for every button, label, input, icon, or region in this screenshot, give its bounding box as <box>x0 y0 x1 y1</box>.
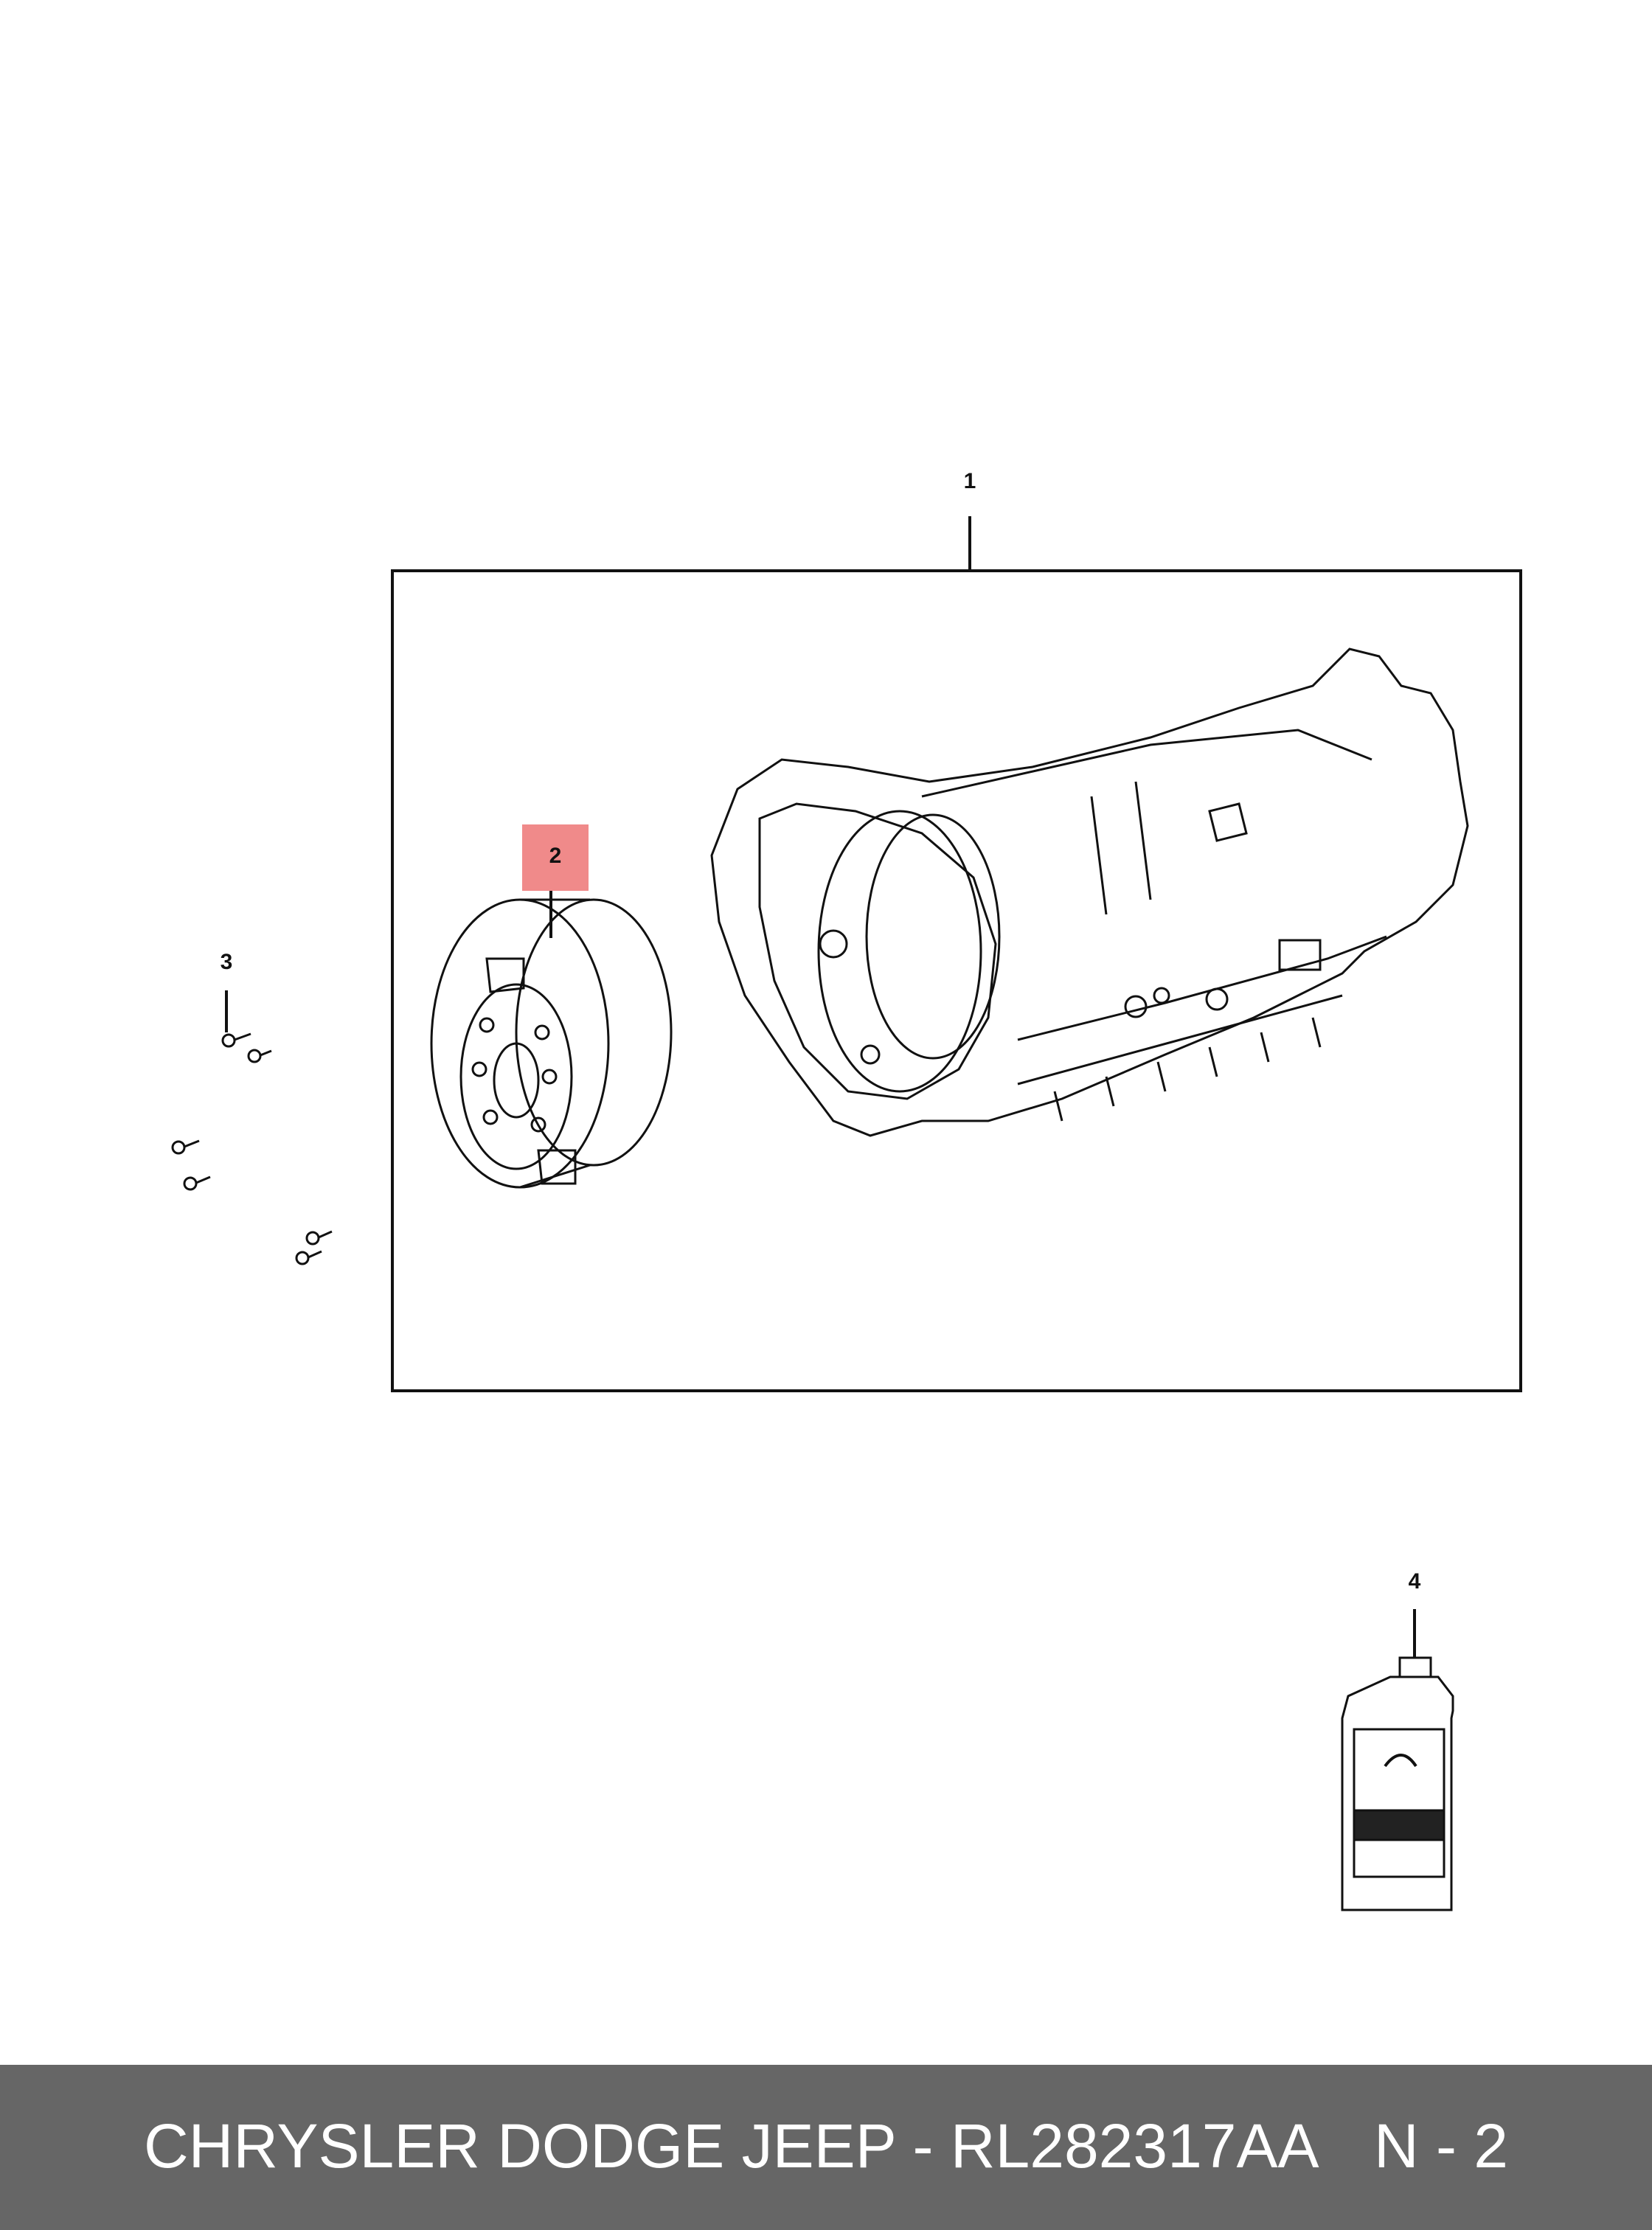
fluid-bottle-illustration <box>1341 1656 1454 1911</box>
callout-1: 1 <box>963 469 976 493</box>
assembly-frame <box>391 569 1522 1392</box>
torque-converter-illustration <box>430 898 673 1189</box>
parts-diagram <box>171 516 1522 1911</box>
footer-bar: CHRYSLER DODGE JEEP - RL282317AA N - 2 <box>0 2065 1652 2230</box>
callout-4: 4 <box>1408 1569 1421 1594</box>
transmission-illustration <box>710 647 1469 1137</box>
page-label: N - 2 <box>1373 2111 1508 2181</box>
callout-2-highlighted[interactable]: 2 <box>522 824 589 891</box>
bolt-set-illustration <box>171 1032 333 1265</box>
callout-3: 3 <box>220 950 233 974</box>
part-number-title: CHRYSLER DODGE JEEP - RL282317AA <box>144 2111 1319 2181</box>
